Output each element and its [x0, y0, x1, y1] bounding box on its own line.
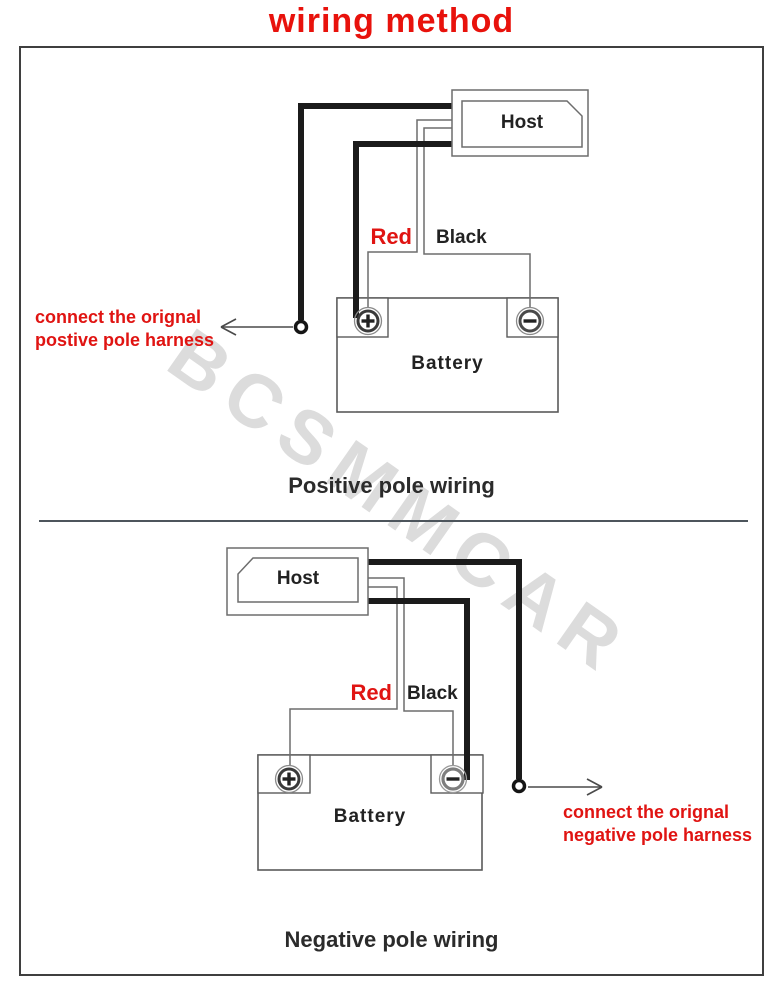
positive-pole-diagram — [220, 89, 589, 413]
annotation-line: connect the orignal — [563, 802, 730, 822]
diagram-frame — [19, 46, 764, 976]
annotation-line: negative pole harness — [563, 825, 753, 845]
positive-terminal-icon — [274, 764, 304, 794]
positive-harness-annotation: connect the orignal postive pole harness — [35, 306, 214, 352]
negative-caption: Negative pole wiring — [284, 927, 499, 952]
battery-label: Battery — [333, 806, 407, 827]
annotation-line: postive pole harness — [35, 330, 215, 350]
positive-terminal-wire — [353, 141, 452, 318]
harness-ring-connector — [511, 778, 527, 794]
black-signal-wire — [423, 127, 531, 308]
black-signal-wire — [368, 577, 454, 766]
negative-harness-annotation: connect the orignal negative pole harnes… — [563, 801, 752, 847]
page-title: wiring method — [268, 2, 515, 40]
negative-terminal-icon — [515, 306, 545, 336]
host-inner-box — [237, 557, 359, 603]
red-signal-wire — [289, 586, 398, 766]
negative-terminal-icon — [438, 764, 468, 794]
harness-ring-connector — [293, 319, 309, 335]
positive-terminal-icon — [353, 306, 383, 336]
harness-arrow-right — [528, 778, 603, 796]
host-inner-box — [461, 100, 583, 148]
positive-caption: Positive pole wiring — [288, 473, 495, 498]
red-wire-label: Red — [350, 680, 392, 705]
harness-arrow-left — [220, 318, 293, 336]
annotation-line: connect the orignal — [35, 307, 202, 327]
battery-label: Battery — [411, 353, 484, 374]
black-wire-label: Black — [436, 227, 487, 248]
black-wire-label: Black — [407, 683, 458, 704]
harness-wire — [368, 559, 522, 779]
host-label: Host — [500, 112, 544, 133]
red-wire-label: Red — [370, 224, 412, 249]
negative-pole-diagram — [226, 547, 603, 871]
host-label: Host — [276, 568, 320, 589]
harness-wire — [298, 103, 452, 320]
red-signal-wire — [367, 119, 452, 308]
negative-terminal-wire — [368, 598, 470, 780]
